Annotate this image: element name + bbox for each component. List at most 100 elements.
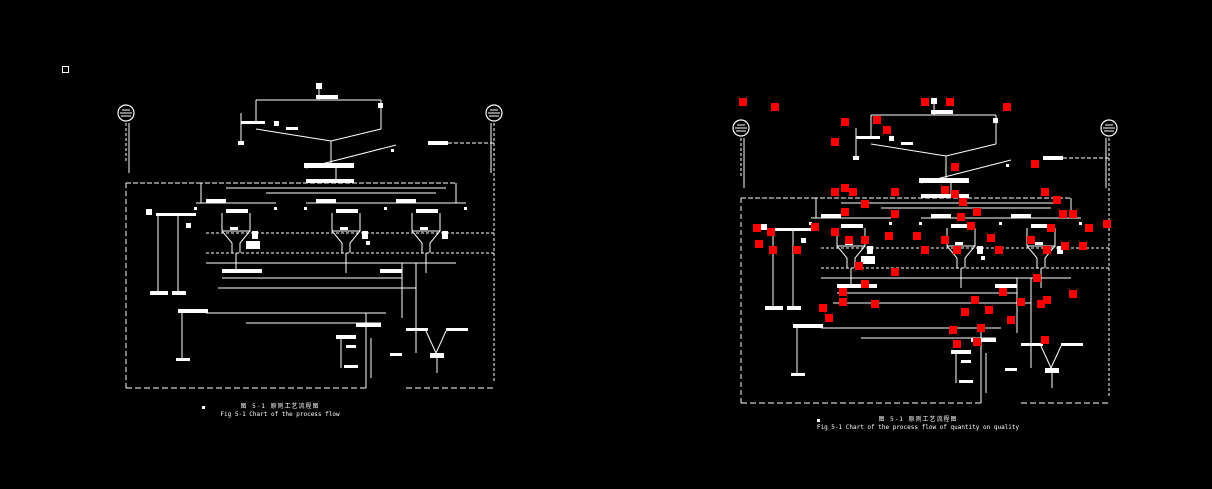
flow-line <box>945 143 997 157</box>
quality-marker <box>831 188 839 196</box>
equipment-block <box>146 209 152 215</box>
equipment-block <box>238 141 244 145</box>
quality-marker <box>855 262 863 270</box>
flow-line <box>411 213 423 253</box>
equipment-block <box>378 103 383 108</box>
quality-marker <box>973 338 981 346</box>
equipment-block <box>286 127 298 130</box>
equipment-block <box>176 358 190 361</box>
equipment-block <box>230 227 238 230</box>
junction-marker <box>809 222 812 225</box>
quality-marker <box>755 240 763 248</box>
quality-marker <box>825 314 833 322</box>
storage-tank-icon <box>1100 119 1118 137</box>
quality-marker <box>885 232 893 240</box>
quality-marker <box>985 306 993 314</box>
quality-marker <box>999 288 1007 296</box>
equipment-block <box>931 214 951 218</box>
equipment-block <box>304 163 354 168</box>
quality-marker <box>841 184 849 192</box>
flow-line <box>1040 345 1052 369</box>
equipment-block <box>416 209 438 213</box>
quality-marker <box>771 103 779 111</box>
equipment-block <box>336 335 356 339</box>
equipment-block <box>1057 246 1063 254</box>
quality-marker <box>873 116 881 124</box>
equipment-block <box>1061 343 1083 346</box>
quality-marker <box>1017 298 1025 306</box>
caption-left-marker <box>202 406 205 409</box>
equipment-block <box>971 338 996 342</box>
junction-marker <box>1079 222 1082 225</box>
quality-marker <box>987 234 995 242</box>
quality-marker <box>941 186 949 194</box>
quality-marker <box>1041 188 1049 196</box>
quality-marker <box>913 232 921 240</box>
equipment-block <box>380 269 402 273</box>
equipment-block <box>761 224 767 230</box>
flow-line <box>331 213 343 253</box>
equipment-block <box>951 350 971 354</box>
quality-marker <box>951 163 959 171</box>
quality-marker <box>1047 224 1055 232</box>
quality-marker <box>1031 160 1039 168</box>
equipment-block <box>993 118 998 123</box>
quality-marker <box>1103 220 1111 228</box>
junction-marker <box>889 222 892 225</box>
equipment-block <box>222 269 262 273</box>
quality-marker <box>793 246 801 254</box>
quality-marker <box>891 268 899 276</box>
quality-marker <box>769 246 777 254</box>
equipment-block <box>793 324 823 328</box>
flow-line <box>1050 345 1062 369</box>
quality-marker <box>1037 300 1045 308</box>
equipment-block <box>406 328 428 331</box>
quality-marker <box>839 298 847 306</box>
quality-marker <box>1043 246 1051 254</box>
equipment-block <box>446 328 468 331</box>
quality-marker <box>849 188 857 196</box>
quality-marker <box>1069 290 1077 298</box>
caption-left-cn: 图 5-1 原则工艺流程图 <box>240 403 320 410</box>
quality-marker <box>921 98 929 106</box>
equipment-block <box>344 365 358 368</box>
quality-marker <box>1041 336 1049 344</box>
equipment-block <box>178 309 208 313</box>
equipment-block <box>390 353 402 356</box>
equipment-block <box>995 284 1017 288</box>
quality-marker <box>819 304 827 312</box>
quality-marker <box>977 324 985 332</box>
quality-marker <box>1007 316 1015 324</box>
flow-line <box>349 213 361 253</box>
equipment-block <box>951 224 973 228</box>
equipment-block <box>346 345 356 348</box>
quality-marker <box>1079 242 1087 250</box>
equipment-block <box>765 306 783 310</box>
quality-marker <box>1085 224 1093 232</box>
equipment-block <box>172 291 186 295</box>
quality-marker <box>951 190 959 198</box>
equipment-block <box>889 136 894 141</box>
quality-marker <box>861 236 869 244</box>
flow-line <box>330 128 382 142</box>
equipment-block <box>420 227 428 230</box>
equipment-block <box>981 256 985 260</box>
equipment-block <box>430 353 444 358</box>
quality-marker <box>811 223 819 231</box>
junction-marker <box>919 222 922 225</box>
equipment-block <box>442 231 448 239</box>
equipment-block <box>340 227 348 230</box>
caption-left-en: Fig 5-1 Chart of the process flow <box>220 411 340 418</box>
equipment-block <box>316 83 322 89</box>
equipment-block <box>396 199 416 203</box>
caption-right-en: Fig 5-1 Chart of the process flow of qua… <box>816 424 1020 431</box>
equipment-block <box>1035 242 1043 245</box>
equipment-block <box>366 241 370 245</box>
equipment-block <box>771 228 811 231</box>
equipment-block <box>274 121 279 126</box>
equipment-block <box>1021 343 1043 346</box>
quality-marker <box>973 208 981 216</box>
quality-marker <box>839 288 847 296</box>
storage-tank-icon <box>732 119 750 137</box>
